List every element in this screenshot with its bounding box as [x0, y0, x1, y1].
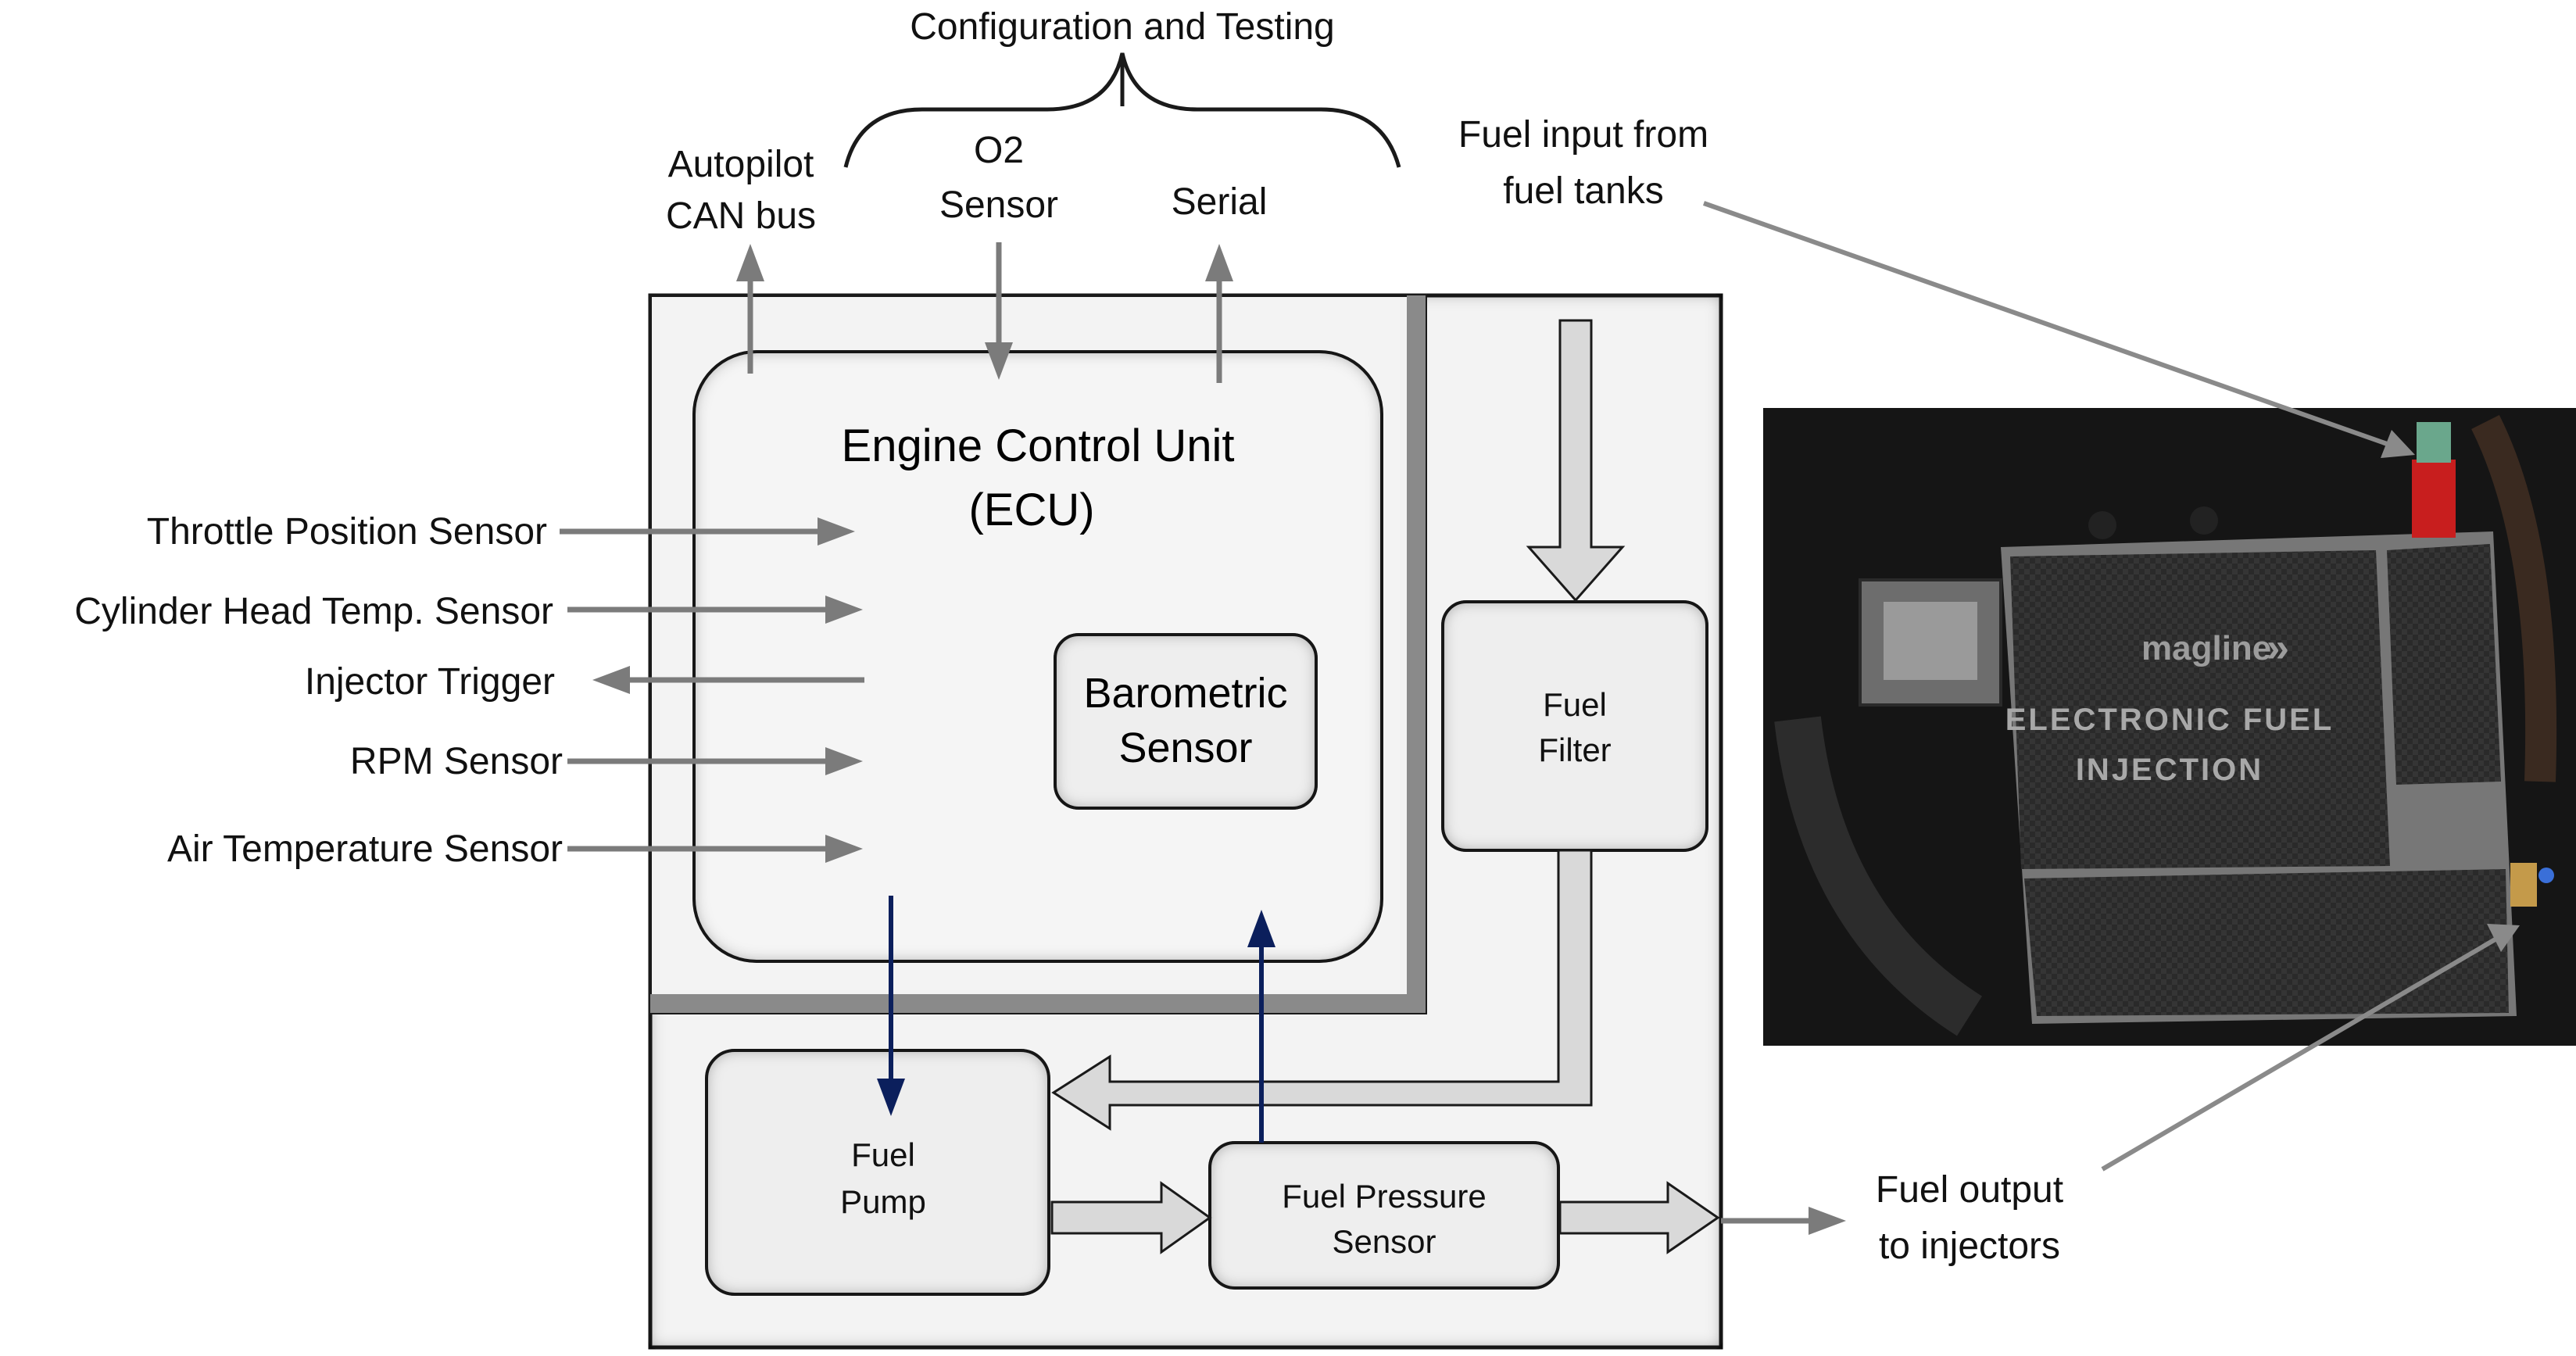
efi-unit-photo: magline » ELECTRONIC FUEL INJECTION	[1763, 408, 2576, 1046]
fuel-pump-box	[705, 1049, 1050, 1296]
signal-label-rpm: RPM Sensor	[350, 741, 563, 782]
ecu-to-pump-arrow	[877, 896, 905, 1116]
photo-brand-chevron: »	[2267, 625, 2289, 671]
configuration-brace	[843, 52, 1401, 168]
fuel-filter-box	[1441, 600, 1708, 852]
signal-label-throttle: Throttle Position Sensor	[147, 511, 547, 553]
filter-to-pump-pipe	[1051, 849, 1593, 1131]
injector-trigger-arrow	[592, 666, 864, 694]
o2-sensor-arrow	[985, 242, 1013, 380]
photo-panel-line2: INJECTION	[2076, 753, 2263, 787]
config-testing-label: Configuration and Testing	[910, 6, 1335, 48]
autopilot-can-arrow	[736, 244, 764, 374]
fuel-pump-label-line1: Fuel	[851, 1136, 915, 1173]
fuel-filter-label-line1: Fuel	[1543, 686, 1607, 723]
ecu-title-line1: Engine Control Unit	[842, 420, 1235, 471]
pump-to-pressure-pipe	[1050, 1181, 1212, 1254]
air-temp-arrow	[567, 835, 863, 863]
cht-arrow	[567, 596, 863, 624]
autopilot-label-line2: CAN bus	[666, 195, 816, 237]
throttle-arrow	[560, 517, 855, 546]
pressure-to-ecu-arrow	[1247, 910, 1275, 1143]
fuel-output-label-line1: Fuel output	[1876, 1169, 2063, 1211]
ecu-title-line2: (ECU)	[968, 485, 1094, 535]
barometric-label-line1: Barometric	[1083, 670, 1287, 717]
signal-label-injector: Injector Trigger	[305, 661, 555, 703]
fuel-pressure-label-line2: Sensor	[1332, 1223, 1436, 1260]
fuel-filter-label-line2: Filter	[1538, 732, 1611, 768]
fuel-input-pipe	[1526, 319, 1626, 603]
fuel-input-label-line2: fuel tanks	[1503, 170, 1663, 212]
fuel-output-pointer	[2101, 924, 2520, 1172]
o2-label-line1: O2	[974, 130, 1024, 171]
photo-brand-text: magline	[2141, 629, 2271, 667]
pressure-output-pipe	[1558, 1181, 1720, 1254]
o2-label-line2: Sensor	[939, 184, 1058, 226]
fuel-input-label-line1: Fuel input from	[1458, 114, 1708, 156]
signal-label-cht: Cylinder Head Temp. Sensor	[74, 591, 553, 632]
rpm-arrow	[567, 747, 863, 775]
fuel-output-label-line2: to injectors	[1879, 1225, 2060, 1267]
serial-label: Serial	[1172, 181, 1268, 223]
barometric-sensor-box	[1054, 633, 1318, 810]
barometric-label-line2: Sensor	[1118, 725, 1252, 771]
serial-arrow	[1205, 244, 1233, 383]
fuel-pressure-label-line1: Fuel Pressure	[1282, 1178, 1486, 1215]
signal-label-air-temp: Air Temperature Sensor	[167, 828, 563, 870]
fuel-pressure-sensor-box	[1208, 1141, 1560, 1290]
autopilot-label-line1: Autopilot	[668, 144, 814, 185]
fuel-pump-label-line2: Pump	[840, 1183, 926, 1220]
fuel-output-arrow	[1721, 1207, 1846, 1235]
photo-panel-line1: ELECTRONIC FUEL	[2005, 703, 2334, 737]
fuel-input-pointer	[1703, 201, 2415, 458]
